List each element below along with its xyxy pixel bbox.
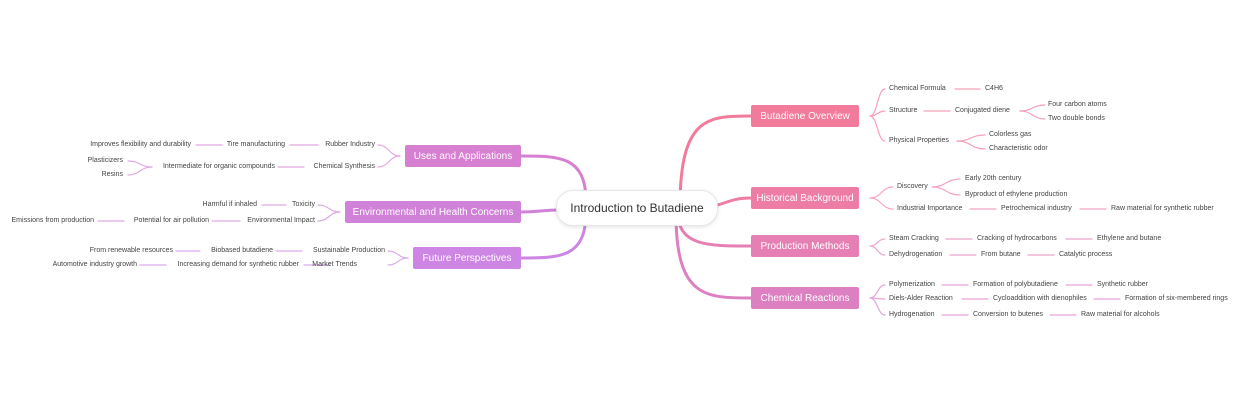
connector	[869, 88, 886, 117]
branch-connector	[520, 154, 588, 203]
connector	[869, 238, 886, 247]
node-rubber-industry[interactable]: Rubber Industry	[325, 141, 375, 148]
node-automotive-growth[interactable]: Automotive industry growth	[52, 261, 137, 268]
node-steam-cracking[interactable]: Steam Cracking	[889, 235, 939, 242]
node-physical-properties[interactable]: Physical Properties	[889, 137, 949, 144]
node-plasticizers[interactable]: Plasticizers	[87, 157, 123, 164]
branch-historical-background[interactable]: Historical Background	[751, 187, 859, 209]
node-improves-flexibility[interactable]: Improves flexibility and durability	[90, 141, 191, 148]
connector	[869, 245, 886, 256]
node-biobased-butadiene[interactable]: Biobased butadiene	[211, 247, 273, 254]
node-structure[interactable]: Structure	[889, 107, 918, 114]
node-intermediate-organic[interactable]: Intermediate for organic compounds	[162, 163, 275, 170]
connector	[377, 155, 401, 168]
node-chemical-formula[interactable]: Chemical Formula	[889, 85, 946, 92]
connector	[869, 115, 886, 142]
connector	[931, 178, 961, 188]
node-synthetic-rubber[interactable]: Synthetic rubber	[1097, 281, 1148, 288]
node-dehydrogenation[interactable]: Dehydrogenation	[889, 251, 943, 258]
node-raw-material-alcohols[interactable]: Raw material for alcohols	[1081, 311, 1160, 318]
node-discovery[interactable]: Discovery	[897, 183, 928, 190]
root-node[interactable]: Introduction to Butadiene	[556, 190, 718, 226]
connector	[956, 140, 986, 150]
connector	[869, 110, 886, 117]
connector	[869, 297, 886, 316]
node-raw-material-synthetic-rubber[interactable]: Raw material for synthetic rubber	[1111, 205, 1214, 212]
node-sustainable-production[interactable]: Sustainable Production	[313, 247, 385, 254]
node-increasing-demand[interactable]: Increasing demand for synthetic rubber	[177, 261, 299, 268]
connector	[127, 160, 153, 168]
node-cracking-hydrocarbons[interactable]: Cracking of hydrocarbons	[977, 235, 1057, 242]
node-characteristic-odor[interactable]: Characteristic odor	[989, 145, 1048, 152]
connector	[317, 211, 341, 222]
node-catalytic-process[interactable]: Catalytic process	[1059, 251, 1113, 258]
node-tire-manufacturing[interactable]: Tire manufacturing	[226, 141, 285, 148]
connector	[869, 284, 886, 299]
connector	[127, 166, 153, 176]
branch-connector	[674, 213, 752, 300]
connector	[869, 197, 894, 210]
node-conjugated-diene[interactable]: Conjugated diene	[955, 107, 1010, 114]
node-environmental-impact[interactable]: Environmental Impact	[247, 217, 315, 224]
node-six-membered-rings[interactable]: Formation of six-membered rings	[1125, 295, 1228, 302]
branch-connector	[678, 114, 752, 208]
branch-connector	[519, 208, 562, 214]
node-harmful-inhaled[interactable]: Harmful if inhaled	[202, 201, 257, 208]
node-industrial-importance[interactable]: Industrial Importance	[897, 205, 963, 212]
branch-production-methods[interactable]: Production Methods	[751, 235, 859, 257]
node-c4h6[interactable]: C4H6	[985, 85, 1003, 92]
node-polymerization[interactable]: Polymerization	[889, 281, 935, 288]
branch-butadiene-overview[interactable]: Butadiene Overview	[751, 105, 859, 127]
node-potential-air-pollution[interactable]: Potential for air pollution	[133, 217, 209, 224]
node-resins[interactable]: Resins	[101, 171, 123, 178]
connector	[387, 257, 409, 266]
branch-environmental-health[interactable]: Environmental and Health Concerns	[345, 201, 521, 223]
node-four-carbon-atoms[interactable]: Four carbon atoms	[1048, 101, 1107, 108]
node-conversion-butenes[interactable]: Conversion to butenes	[973, 311, 1044, 318]
node-byproduct-ethylene[interactable]: Byproduct of ethylene production	[965, 191, 1068, 198]
node-formation-polybutadiene[interactable]: Formation of polybutadiene	[973, 281, 1058, 288]
connector	[1019, 104, 1046, 112]
node-emissions-production[interactable]: Emissions from production	[11, 217, 94, 224]
branch-future-perspectives[interactable]: Future Perspectives	[413, 247, 521, 269]
node-chemical-synthesis[interactable]: Chemical Synthesis	[313, 163, 375, 170]
node-early-20th-century[interactable]: Early 20th century	[965, 175, 1022, 182]
node-cycloaddition[interactable]: Cycloaddition with dienophiles	[993, 295, 1087, 302]
node-diels-alder[interactable]: Diels-Alder Reaction	[889, 295, 953, 302]
connector	[387, 250, 409, 259]
connector	[956, 134, 986, 142]
node-ethylene-butane[interactable]: Ethylene and butane	[1097, 235, 1162, 242]
node-toxicity[interactable]: Toxicity	[292, 201, 315, 208]
node-two-double-bonds[interactable]: Two double bonds	[1048, 115, 1105, 122]
connector	[317, 204, 341, 213]
connector	[1019, 110, 1046, 120]
connector	[377, 144, 401, 157]
node-renewable-resources[interactable]: From renewable resources	[89, 247, 173, 254]
node-from-butane[interactable]: From butane	[981, 251, 1021, 258]
node-colorless-gas[interactable]: Colorless gas	[989, 131, 1032, 138]
node-market-trends[interactable]: Market Trends	[312, 261, 357, 268]
connector	[931, 186, 961, 196]
node-hydrogenation[interactable]: Hydrogenation	[889, 311, 935, 318]
branch-uses-applications[interactable]: Uses and Applications	[405, 145, 521, 167]
branch-chemical-reactions[interactable]: Chemical Reactions	[751, 287, 859, 309]
connector	[869, 186, 894, 199]
node-petrochemical-industry[interactable]: Petrochemical industry	[1001, 205, 1072, 212]
